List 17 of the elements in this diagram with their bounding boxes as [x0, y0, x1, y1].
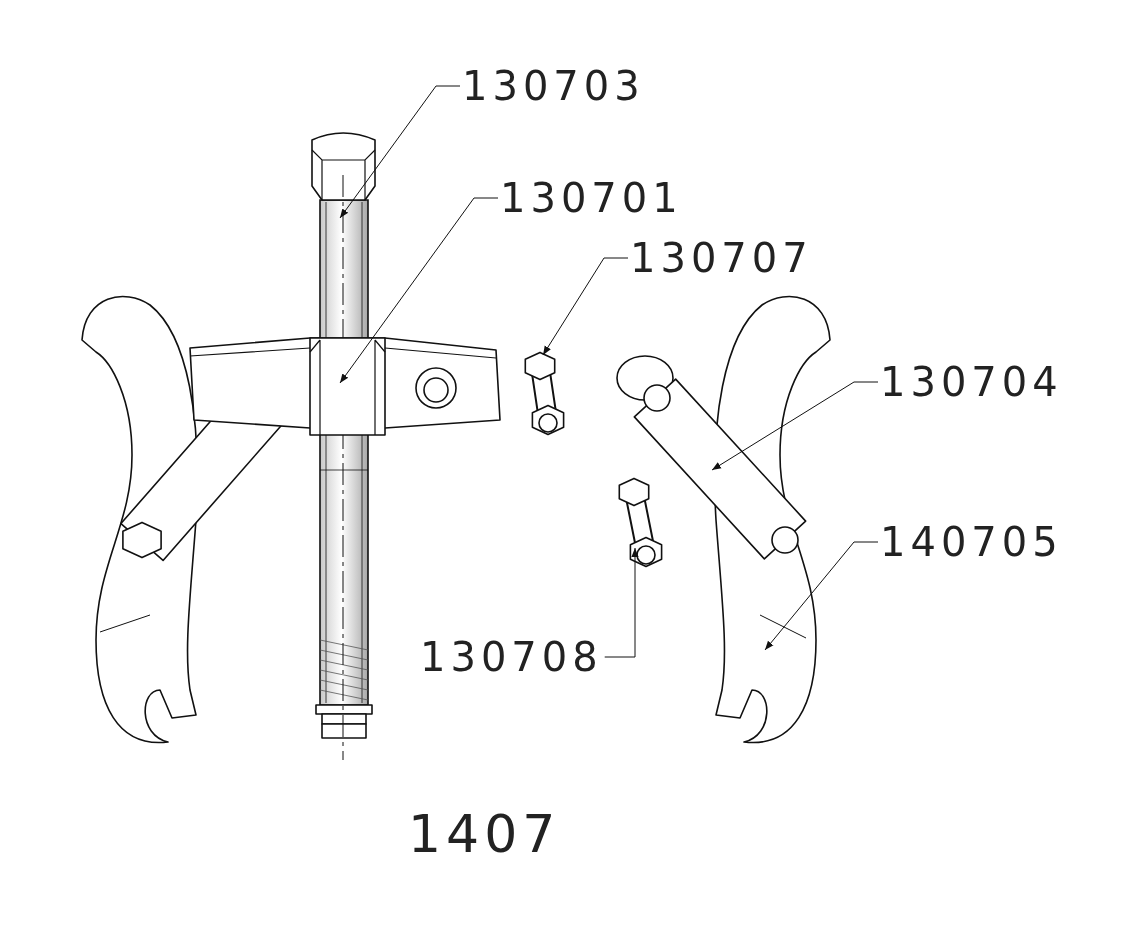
bolt-nut-drawing [618, 477, 663, 568]
callout-number: 130704 [880, 362, 1063, 402]
callout-number: 140705 [880, 522, 1063, 562]
bolt-nut-drawing [524, 351, 565, 436]
leader-line [711, 381, 879, 471]
caption: 1407 [408, 808, 561, 860]
link-plate-drawing [616, 355, 807, 560]
leader-line [339, 85, 461, 219]
leader-line [339, 197, 499, 384]
yoke-drawing [189, 337, 501, 436]
leader-line [542, 257, 629, 356]
callout-number: 130703 [462, 66, 645, 106]
leader-line [764, 541, 879, 651]
callout-number: 130708 [420, 637, 603, 677]
callout-number: 130707 [630, 238, 813, 278]
callout-number: 130701 [500, 178, 683, 218]
leader-line [604, 547, 639, 658]
